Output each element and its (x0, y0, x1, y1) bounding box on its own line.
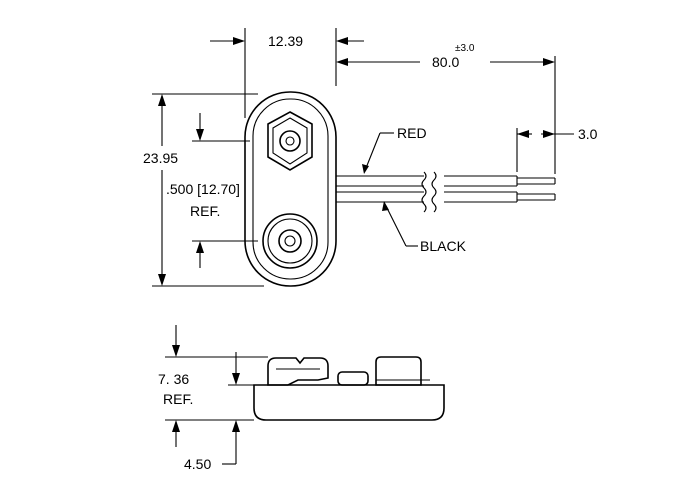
round-terminal-hole (284, 235, 296, 247)
side-hex-terminal (267, 357, 329, 386)
width-dimension-value: 12.39 (268, 33, 303, 49)
base-thickness-dimension (222, 352, 254, 465)
red-wire-label: RED (397, 125, 427, 141)
overall-height-value: 23.95 (143, 150, 178, 166)
hex-terminal (267, 111, 313, 171)
round-terminal (262, 213, 318, 269)
side-height-value: 7. 36 (158, 371, 189, 387)
terminal-spacing-dimension (192, 113, 258, 268)
strip-length-value: 3.0 (578, 126, 598, 142)
strip-length-dimension (516, 128, 574, 172)
lead-length-value: 80.0 (432, 54, 459, 70)
terminal-spacing-ref: REF. (190, 203, 220, 219)
overall-height-dimension (152, 93, 264, 287)
hex-terminal-stud (279, 130, 301, 152)
wire-break-symbol (421, 171, 437, 213)
hex-terminal-inner (272, 117, 308, 165)
side-view: 7. 36 REF. 4.50 (158, 325, 445, 472)
base-thickness-value: 4.50 (184, 456, 211, 472)
lead-length-tolerance: ±3.0 (455, 43, 475, 54)
side-base (253, 384, 445, 421)
black-wire (336, 191, 556, 203)
black-leader (382, 201, 418, 247)
red-leader (362, 132, 394, 174)
side-height-dimension (165, 325, 268, 447)
terminal-spacing-value: .500 [12.70] (166, 181, 240, 197)
side-round-terminal (375, 356, 422, 386)
width-dimension (210, 28, 364, 118)
snap-body-inner-outline (252, 98, 329, 280)
side-height-ref: REF. (163, 391, 193, 407)
lead-length-dimension (336, 56, 556, 174)
hex-terminal-hole (285, 136, 295, 146)
top-view: RED BLACK 12.39 80.0 ±3.0 (143, 28, 598, 287)
black-wire-label: BLACK (420, 238, 467, 254)
snap-body-outline (244, 91, 337, 287)
red-wire (336, 175, 556, 187)
round-terminal-ring (267, 218, 313, 264)
round-terminal-stud (278, 229, 302, 253)
side-center-bump (337, 371, 369, 386)
